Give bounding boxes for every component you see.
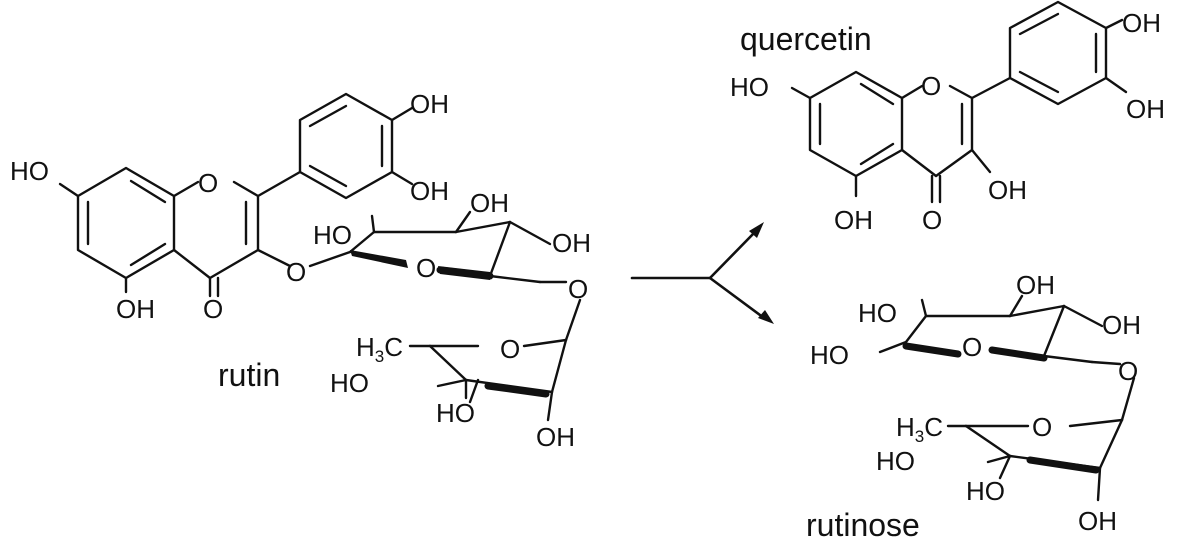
atom-label: OH [536, 422, 575, 452]
atom-label: HO [876, 446, 915, 476]
rutin-glucose [348, 210, 568, 284]
reaction-arrow [630, 222, 774, 324]
atom-label: HO [810, 340, 849, 370]
atom-label: O [500, 334, 520, 364]
atom-label: O [1118, 356, 1138, 386]
atom-label: OH [1016, 270, 1055, 300]
rutinose-structure [878, 294, 1136, 502]
atom-label: OH [988, 175, 1027, 205]
atom-label: O [962, 332, 982, 362]
atom-label: O [568, 274, 588, 304]
rutin-c-ring [172, 180, 260, 298]
atom-label: OH [1078, 506, 1117, 536]
atom-label: O [922, 205, 942, 235]
atom-label: HO [330, 368, 369, 398]
atom-label: OH [834, 205, 873, 235]
atom-label: OH [552, 228, 591, 258]
atom-label: H3C [356, 332, 403, 366]
atom-label: OH [470, 188, 509, 218]
atom-label: OH [1102, 310, 1141, 340]
quercetin-structure [790, 0, 1128, 204]
atom-label: O [416, 253, 436, 283]
atom-label: OH [1122, 8, 1161, 38]
rutin-rhamnose [408, 298, 582, 422]
atom-label: OH [116, 294, 155, 324]
quercetin-labels: HO O OH O OH OH OH quercetin [730, 8, 1165, 235]
atom-label: HO [858, 298, 897, 328]
rutin-a-ring [76, 166, 176, 280]
atom-label: OH [1126, 94, 1165, 124]
rutinose-labels: HO OH OH HO O O H3C O HO HO OH rutinose [806, 270, 1141, 543]
atom-label: O [286, 257, 306, 287]
atom-label: HO [730, 72, 769, 102]
rutin-b-ring [256, 92, 414, 200]
atom-label: O [1032, 412, 1052, 442]
atom-label: O [921, 71, 941, 101]
rutinose-name: rutinose [806, 507, 920, 543]
atom-label: OH [410, 176, 449, 206]
atom-label: H3C [896, 412, 943, 446]
rutin-name: rutin [218, 357, 280, 393]
atom-label: HO [436, 398, 475, 428]
atom-label: O [203, 294, 223, 324]
atom-label: OH [410, 89, 449, 119]
rutin-structure [58, 92, 582, 422]
atom-label: O [198, 168, 218, 198]
atom-label: HO [313, 220, 352, 250]
quercetin-name: quercetin [740, 21, 872, 57]
atom-label: HO [10, 156, 49, 186]
atom-label: HO [966, 476, 1005, 506]
rutin-labels: HO O OH OH OH O O HO OH OH O O H3C O HO … [10, 89, 591, 452]
